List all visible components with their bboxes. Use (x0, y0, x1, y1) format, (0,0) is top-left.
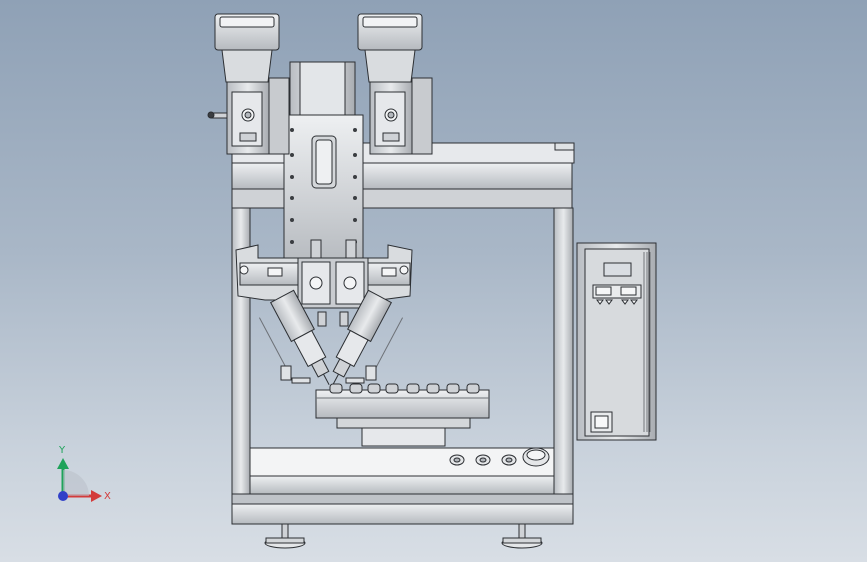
right-feeder (357, 13, 433, 155)
right-column (553, 207, 574, 525)
y-arrow-head (57, 458, 69, 469)
control-panel (576, 242, 657, 441)
machine-frame (231, 142, 575, 525)
base-rail-3 (231, 503, 574, 525)
work-clamps (280, 365, 377, 384)
base-rail-1 (249, 475, 555, 495)
panel-button-4[interactable] (630, 299, 638, 305)
work-fixture (315, 383, 490, 447)
y-axis-label: Y (58, 445, 66, 456)
right-screwdriver (332, 289, 404, 385)
base-buttons (449, 447, 550, 467)
base-rail-2 (231, 493, 574, 505)
leveling-feet (264, 523, 543, 549)
x-arrow-head (91, 490, 102, 502)
panel-button-3[interactable] (621, 299, 629, 305)
axis-triad: Y X (57, 445, 111, 502)
control-display (603, 262, 632, 277)
z-axis-dot (58, 491, 68, 501)
top-beam (231, 162, 573, 190)
gantry-carriage (283, 61, 364, 266)
panel-button-1[interactable] (596, 299, 604, 305)
panel-button-2[interactable] (605, 299, 613, 305)
left-feeder (207, 13, 290, 155)
head-assembly (235, 239, 413, 327)
left-screwdriver (258, 289, 330, 385)
panel-vent (643, 252, 651, 432)
x-axis-label: X (104, 491, 111, 502)
top-beam-lower (231, 188, 573, 209)
